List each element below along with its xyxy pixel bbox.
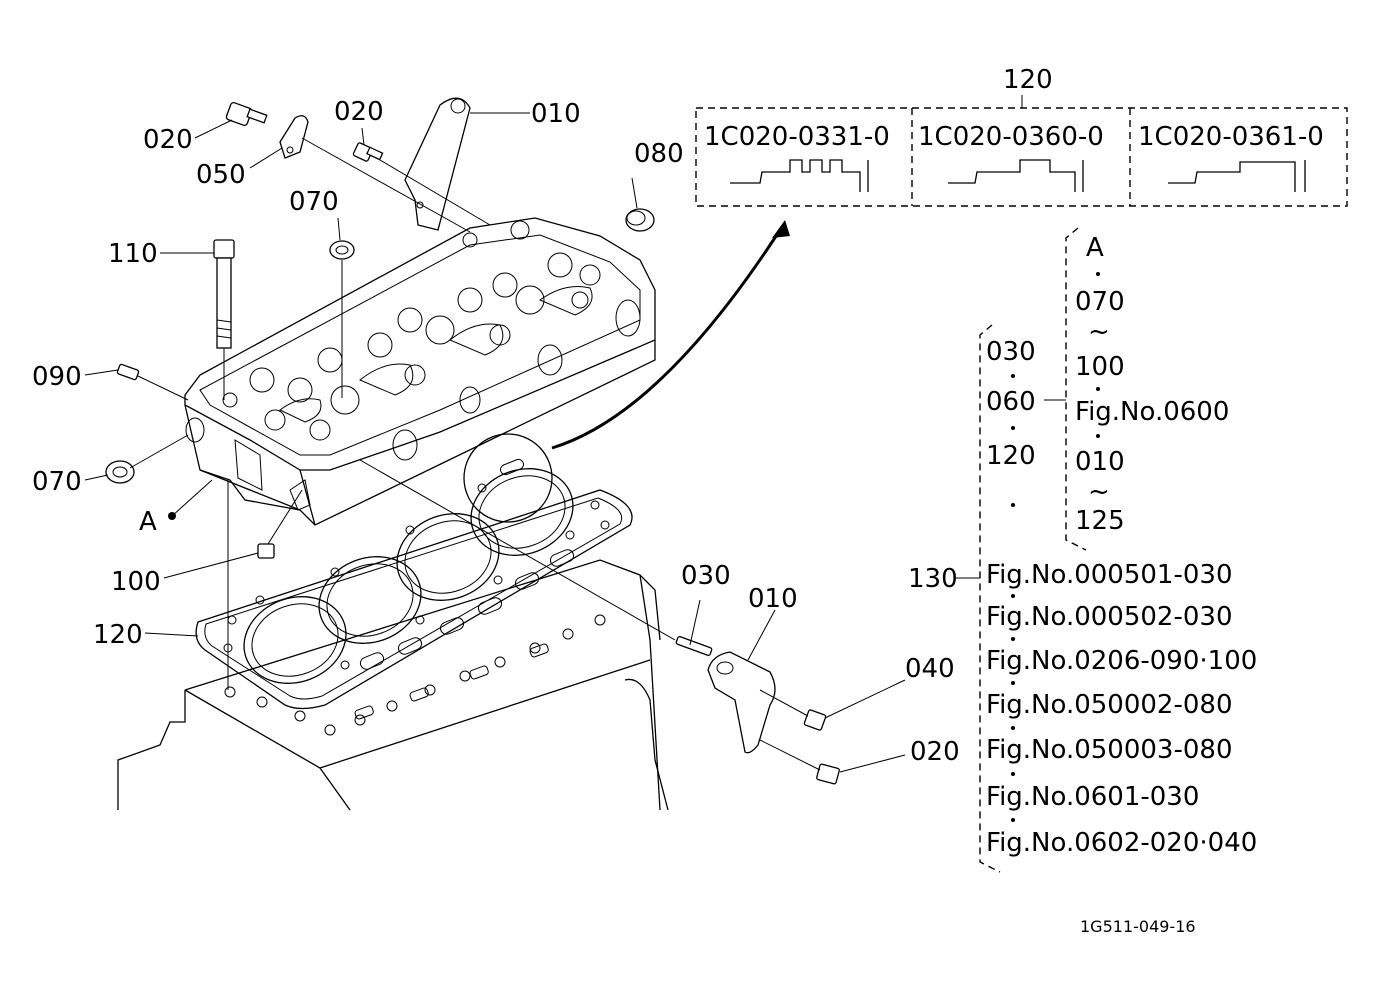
inner-group-120: 120 [986, 441, 1036, 471]
callout-090: 090 [32, 362, 82, 392]
nut-040 [803, 709, 827, 731]
outer-group-fig-0600: Fig.No.0600 [1075, 397, 1229, 427]
engine-block [117, 559, 669, 811]
bolt-020-left [225, 101, 268, 127]
fig-ref-2: Fig.No.000502-030 [986, 602, 1232, 632]
callout-130: 130 [908, 564, 958, 594]
inner-group-060: 060 [986, 387, 1036, 417]
callout-120: 120 [93, 620, 143, 650]
variant-1: 1C020-0331-0 [704, 122, 890, 152]
fig-ref-3: Fig.No.0206-090·100 [986, 646, 1257, 676]
cylinder-head [184, 217, 656, 526]
head-gasket [195, 458, 633, 710]
bolt-110 [213, 239, 235, 349]
fig-ref-1: Fig.No.000501-030 [986, 560, 1232, 590]
variant-title: 120 [1003, 65, 1053, 95]
callout-020-bottom: 020 [910, 737, 960, 767]
gasket-variant-box: 120 1C020-0331-0 1C020-0360-0 1C020-0361… [695, 65, 1348, 207]
seal-070-top [329, 240, 355, 260]
callout-110: 110 [108, 239, 158, 269]
bolt-020-mid [352, 142, 384, 162]
outer-group-a: A [1086, 233, 1104, 263]
reference-groups: 030 060 120 A 070 ~ 100 Fig.No.0600 010 … [908, 227, 1257, 873]
callout-010-bottom: 010 [748, 584, 798, 614]
plug-080 [625, 208, 655, 232]
outer-group-125: 125 [1075, 506, 1125, 536]
seal-070-left [105, 460, 135, 484]
fig-ref-4: Fig.No.050002-080 [986, 690, 1232, 720]
callout-a: A [139, 507, 157, 537]
callout-030: 030 [681, 561, 731, 591]
callout-100: 100 [111, 567, 161, 597]
callout-010-top: 010 [531, 99, 581, 129]
callout-070-left: 070 [32, 467, 82, 497]
detail-callout-circle [463, 220, 790, 523]
callout-050: 050 [196, 160, 246, 190]
bracket-010-bottom [707, 651, 776, 754]
bracket-010-top [404, 97, 471, 231]
outer-group-070: 070 [1075, 287, 1125, 317]
leader-lines [84, 112, 906, 773]
outer-group-100: 100 [1075, 352, 1125, 382]
inner-group-030: 030 [986, 337, 1036, 367]
fig-ref-7: Fig.No.0602-020·040 [986, 828, 1257, 858]
plug-100 [257, 543, 275, 559]
bolt-020-bottom [816, 763, 840, 785]
variant-2: 1C020-0360-0 [918, 122, 1104, 152]
outer-group-tilde-2: ~ [1088, 477, 1110, 507]
block-deck-holes [224, 614, 606, 736]
fig-ref-5: Fig.No.050003-080 [986, 735, 1232, 765]
drawing-number: 1G511-049-16 [1080, 917, 1196, 936]
callout-070-top: 070 [289, 187, 339, 217]
head-front-ports [185, 299, 641, 511]
clamp-050 [279, 115, 309, 159]
stud-090 [116, 363, 140, 381]
callout-020-left: 020 [143, 125, 193, 155]
head-top-features [222, 220, 601, 441]
stud-030 [675, 635, 713, 657]
callout-020-mid: 020 [334, 97, 384, 127]
outer-group-tilde-1: ~ [1088, 317, 1110, 347]
callout-080: 080 [634, 139, 684, 169]
outer-group-010: 010 [1075, 447, 1125, 477]
fig-ref-6: Fig.No.0601-030 [986, 782, 1199, 812]
variant-3: 1C020-0361-0 [1138, 122, 1324, 152]
callout-040: 040 [905, 654, 955, 684]
callout-labels: 010 020 020 050 080 070 110 090 070 A 10… [32, 97, 960, 767]
